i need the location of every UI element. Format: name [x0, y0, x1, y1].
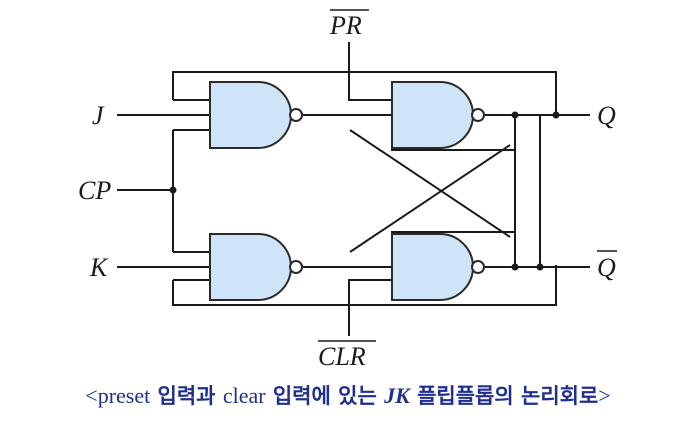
caption-preset: preset [97, 383, 151, 408]
nand-gate-1 [209, 81, 303, 149]
caption-open: < [85, 383, 98, 408]
cp-input-wire [117, 129, 210, 253]
feedback-wire-qbar [172, 265, 557, 306]
k-label: K [89, 253, 109, 282]
j-label: J [92, 101, 105, 130]
cp-label: CP [78, 176, 111, 205]
junction-qbar-2 [536, 263, 544, 271]
caption-close: > [598, 383, 611, 408]
nand-gate-3 [209, 233, 303, 301]
caption-text-2: 입력에 있는 [265, 384, 385, 408]
cross-diagonal-2 [349, 144, 511, 253]
nand-gate-2 [391, 81, 485, 149]
feedback-wire-q [172, 71, 557, 115]
caption-clear: clear [222, 383, 266, 408]
q-label: Q [597, 101, 616, 130]
junction-qbar-1 [511, 263, 519, 271]
nand-gate-4 [391, 233, 485, 301]
pr-label: PR [329, 11, 362, 40]
pr-input-wire [348, 42, 392, 101]
junction-q-2 [552, 111, 560, 119]
caption-text-1: 입력과 [150, 384, 223, 408]
clr-input-wire [348, 279, 392, 336]
figure-caption: <preset 입력과 clear 입력에 있는 JK 플립플롭의 논리회로> [0, 380, 696, 410]
junction-q-1 [511, 111, 519, 119]
cross-diagonal-1 [349, 129, 511, 238]
caption-text-3: 플립플롭의 논리회로 [409, 384, 599, 408]
qbar-label: Q [597, 253, 616, 282]
cp-junction [169, 186, 177, 194]
clr-label: CLR [318, 342, 366, 371]
caption-jk: JK [384, 383, 410, 408]
jk-flip-flop-diagram: PR J CP K Q Q CLR [78, 9, 617, 371]
